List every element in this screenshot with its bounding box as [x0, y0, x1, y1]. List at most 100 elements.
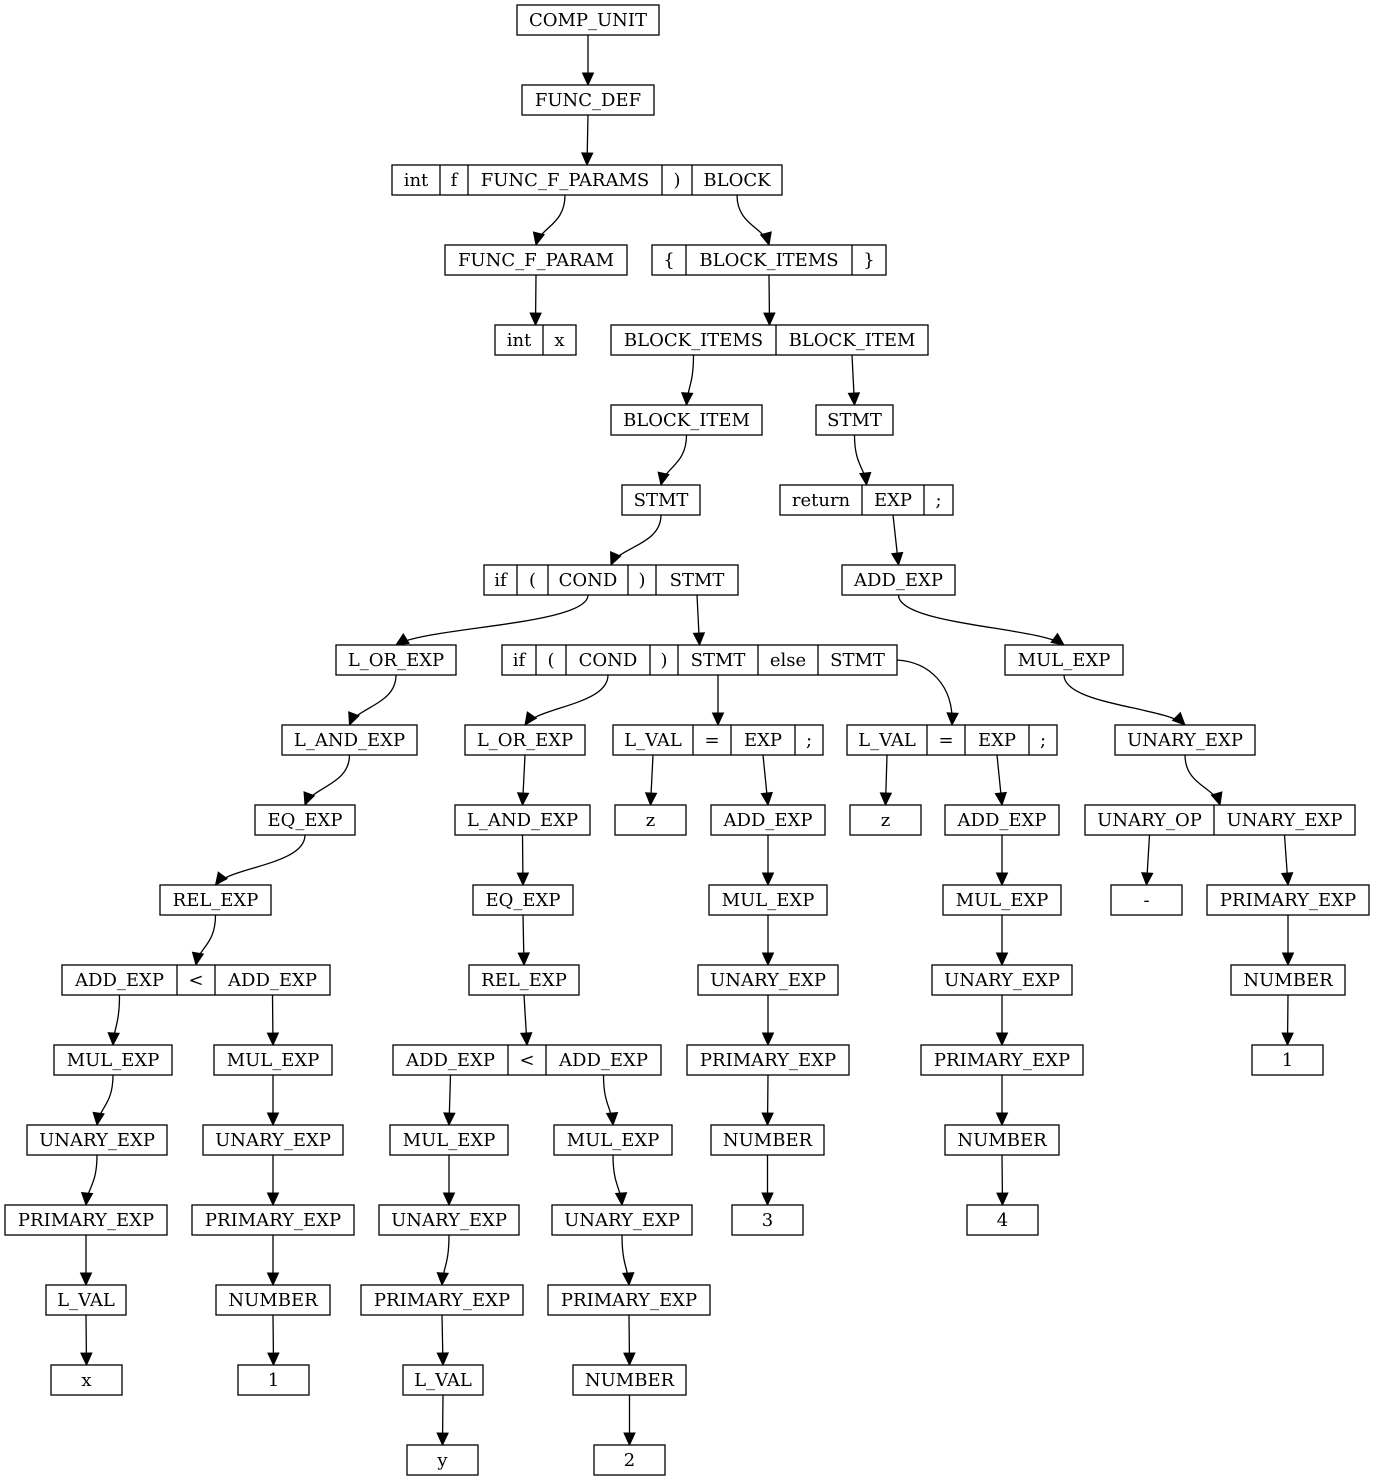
node-label-add-exp: ADD_EXP — [957, 810, 1047, 831]
tree-edge — [92, 1074, 114, 1127]
node-label-add-exp: ADD_EXP — [558, 1050, 648, 1071]
tree-node: L_OR_EXP — [335, 644, 457, 676]
arrowhead — [1140, 872, 1154, 887]
tree-edge — [529, 274, 542, 327]
node-label-cond: COND — [559, 570, 618, 591]
tree-edge — [995, 835, 1009, 887]
node-label-block: BLOCK — [703, 170, 771, 191]
tree-node: 1 — [1251, 1044, 1324, 1076]
node-label-unary-exp: UNARY_EXP — [564, 1210, 680, 1231]
node-label-else: else — [770, 650, 806, 671]
tree-edge — [267, 1314, 280, 1367]
tree-edge — [442, 1155, 456, 1207]
tree-node: {BLOCK_ITEMS} — [651, 244, 887, 276]
arrowhead — [680, 392, 694, 407]
arrowhead — [79, 1272, 93, 1287]
node-box — [1251, 1044, 1324, 1076]
node-label-add-exp: ADD_EXP — [74, 970, 164, 991]
tree-node: STMT — [815, 404, 894, 436]
node-label-int: int — [404, 170, 429, 191]
node-box — [202, 1124, 344, 1156]
tree-node: EQ_EXP — [472, 884, 574, 916]
tree-edge — [191, 914, 217, 967]
node-label-symbol: ; — [806, 730, 812, 751]
node-box — [4, 1204, 168, 1236]
arrowhead — [763, 312, 776, 327]
tree-node: L_AND_EXP — [281, 724, 418, 756]
tree-node: UNARY_EXP — [26, 1124, 168, 1156]
node-box — [731, 1204, 804, 1236]
node-box — [697, 964, 839, 996]
tree-edge — [436, 1314, 450, 1367]
node-box — [406, 1444, 479, 1476]
arrowhead — [529, 312, 542, 327]
node-label-eq-exp: EQ_EXP — [268, 810, 343, 831]
arrowhead — [92, 1111, 105, 1127]
node-label-unary-exp: UNARY_EXP — [944, 970, 1060, 991]
node-label-stmt: STMT — [634, 490, 689, 511]
node-box — [61, 964, 331, 996]
node-box — [551, 1204, 693, 1236]
node-label-symbol: - — [1143, 890, 1149, 911]
node-label-y: y — [436, 1450, 448, 1471]
node-label-z: z — [646, 810, 655, 831]
node-label-primary-exp: PRIMARY_EXP — [1220, 890, 1356, 911]
node-box — [610, 324, 929, 356]
node-box — [389, 1124, 509, 1156]
tree-edge — [621, 1234, 635, 1287]
node-label-primary-exp: PRIMARY_EXP — [205, 1210, 341, 1231]
node-label-l-val: L_VAL — [624, 730, 682, 751]
tree-edge — [610, 514, 662, 567]
arrowhead — [623, 1432, 636, 1447]
arrowhead — [692, 632, 706, 647]
tree-node: PRIMARY_EXP — [547, 1284, 711, 1316]
tree-edge — [436, 1234, 450, 1287]
node-box — [1206, 884, 1370, 916]
arrowhead — [1050, 632, 1065, 646]
node-box — [614, 804, 687, 836]
node-box — [553, 1124, 673, 1156]
node-box — [1084, 804, 1356, 836]
arrowhead — [995, 872, 1009, 887]
tree-node: PRIMARY_EXP — [360, 1284, 524, 1316]
arrowhead — [657, 471, 670, 487]
node-label-l-or-exp: L_OR_EXP — [477, 730, 573, 751]
node-box — [237, 1364, 310, 1396]
node-box — [516, 4, 660, 36]
tree-edge — [644, 754, 658, 807]
node-label-symbol: ; — [935, 490, 941, 511]
node-box — [621, 484, 701, 516]
node-box — [710, 1124, 825, 1156]
tree-node: 4 — [966, 1204, 1039, 1236]
node-label-comp-unit: COMP_UNIT — [529, 10, 647, 31]
arrowhead — [436, 1432, 449, 1447]
node-label-symbol: ) — [638, 570, 645, 591]
node-label-block-items: BLOCK_ITEMS — [699, 250, 838, 271]
node-label-f: f — [451, 170, 459, 191]
tree-node: x — [50, 1364, 123, 1396]
tree-edge — [581, 35, 595, 87]
arrowhead — [436, 1272, 449, 1287]
node-label-mul-exp: MUL_EXP — [722, 890, 815, 911]
node-label-exp: EXP — [744, 730, 782, 751]
node-label-l-val: L_VAL — [414, 1370, 472, 1391]
node-box — [1230, 964, 1346, 996]
edges-layer — [79, 35, 1295, 1447]
tree-node: if(COND)STMT — [483, 564, 739, 596]
edge-line — [1063, 674, 1186, 726]
tree-edge — [1184, 754, 1223, 807]
tree-edge — [853, 434, 872, 487]
tree-node: 3 — [731, 1204, 804, 1236]
node-box — [815, 404, 894, 436]
arrowhead — [996, 1192, 1009, 1207]
tree-edge — [214, 834, 306, 886]
node-box — [651, 244, 887, 276]
tree-edge — [524, 674, 609, 726]
tree-edge — [995, 915, 1009, 967]
tree-edge — [436, 1394, 449, 1447]
node-box — [45, 1284, 127, 1316]
tree-edge — [896, 659, 959, 727]
tree-edge — [80, 1314, 93, 1367]
